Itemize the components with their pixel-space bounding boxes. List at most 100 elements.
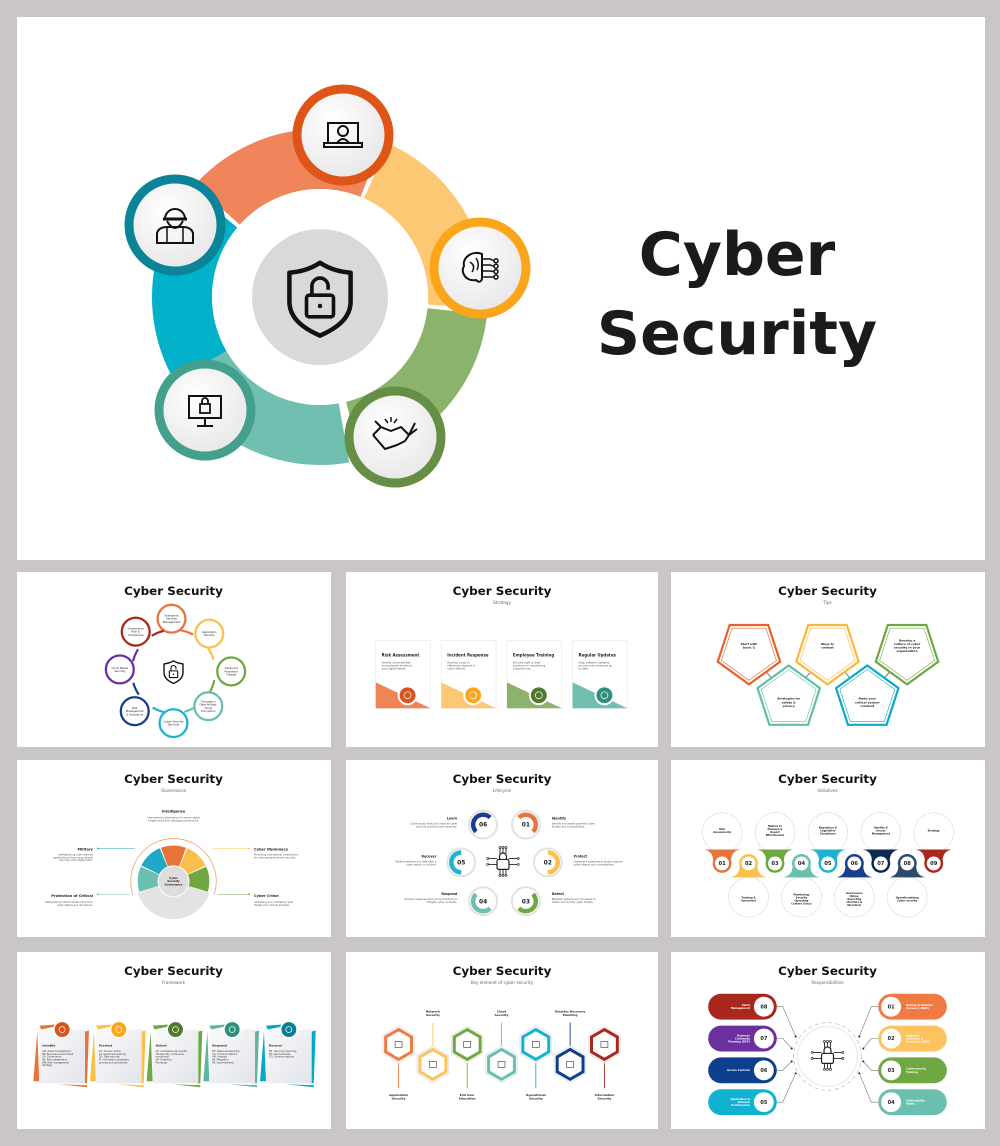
slide-subtitle: Lifecycle: [493, 788, 512, 793]
card-icon: [54, 1022, 70, 1038]
governance-segment: [141, 848, 168, 875]
element-icon: [566, 1061, 574, 1068]
pill-number: 07: [760, 1036, 767, 1042]
funnel-connector: [836, 863, 873, 878]
initiative-number: 04: [798, 861, 806, 867]
card-icon: [168, 1022, 183, 1038]
dashed-circle: [728, 877, 769, 918]
step-title: Respond: [441, 892, 458, 896]
card-title: Identify: [42, 1043, 55, 1047]
dashed-circle: [781, 877, 822, 918]
pill-number: 02: [888, 1036, 895, 1042]
circuit-lock-icon: [810, 1040, 845, 1071]
slide-title: Cyber Security: [124, 772, 223, 786]
card-icon: [224, 1022, 240, 1038]
governance-segment: [160, 845, 187, 867]
funnel-connector: [730, 863, 767, 878]
initiative-number: 08: [904, 861, 912, 867]
slide-title: Cyber Security: [453, 584, 552, 598]
item-title: Cyber Diplomacy: [254, 847, 289, 851]
circuit-lock-icon: [486, 846, 520, 877]
slide-subtitle: Strategy: [493, 600, 511, 605]
card-title: Respond: [212, 1043, 226, 1047]
initiative-label: Training &Awareness: [741, 896, 757, 903]
outer-arc: [130, 838, 217, 895]
card-title: Regular Updates: [579, 653, 617, 658]
pill-number: 05: [760, 1100, 767, 1106]
item-title: Military: [78, 847, 94, 851]
card-icon: [111, 1022, 127, 1038]
item-title: Protection of Critical: [51, 894, 93, 898]
card-accent: [572, 682, 628, 709]
governance-segment: [137, 866, 159, 892]
step-number: 05: [457, 860, 465, 867]
step-description: Develop response plans and procedures to…: [404, 897, 457, 904]
soldier-icon: [156, 208, 194, 244]
cycle-node: [344, 386, 446, 488]
hero-slide[interactable]: Cyber Security: [17, 17, 985, 560]
card-icon: [399, 687, 416, 704]
step-number: 02: [544, 860, 552, 867]
cycle-node: [154, 359, 256, 461]
pill-number: 03: [888, 1068, 895, 1074]
governance-segment: [179, 848, 206, 875]
slide-subtitle: Governance: [161, 788, 187, 793]
step-title: Detect: [552, 892, 565, 896]
slide-title: Cyber Security: [124, 584, 223, 598]
step-title: Learn: [447, 817, 458, 821]
